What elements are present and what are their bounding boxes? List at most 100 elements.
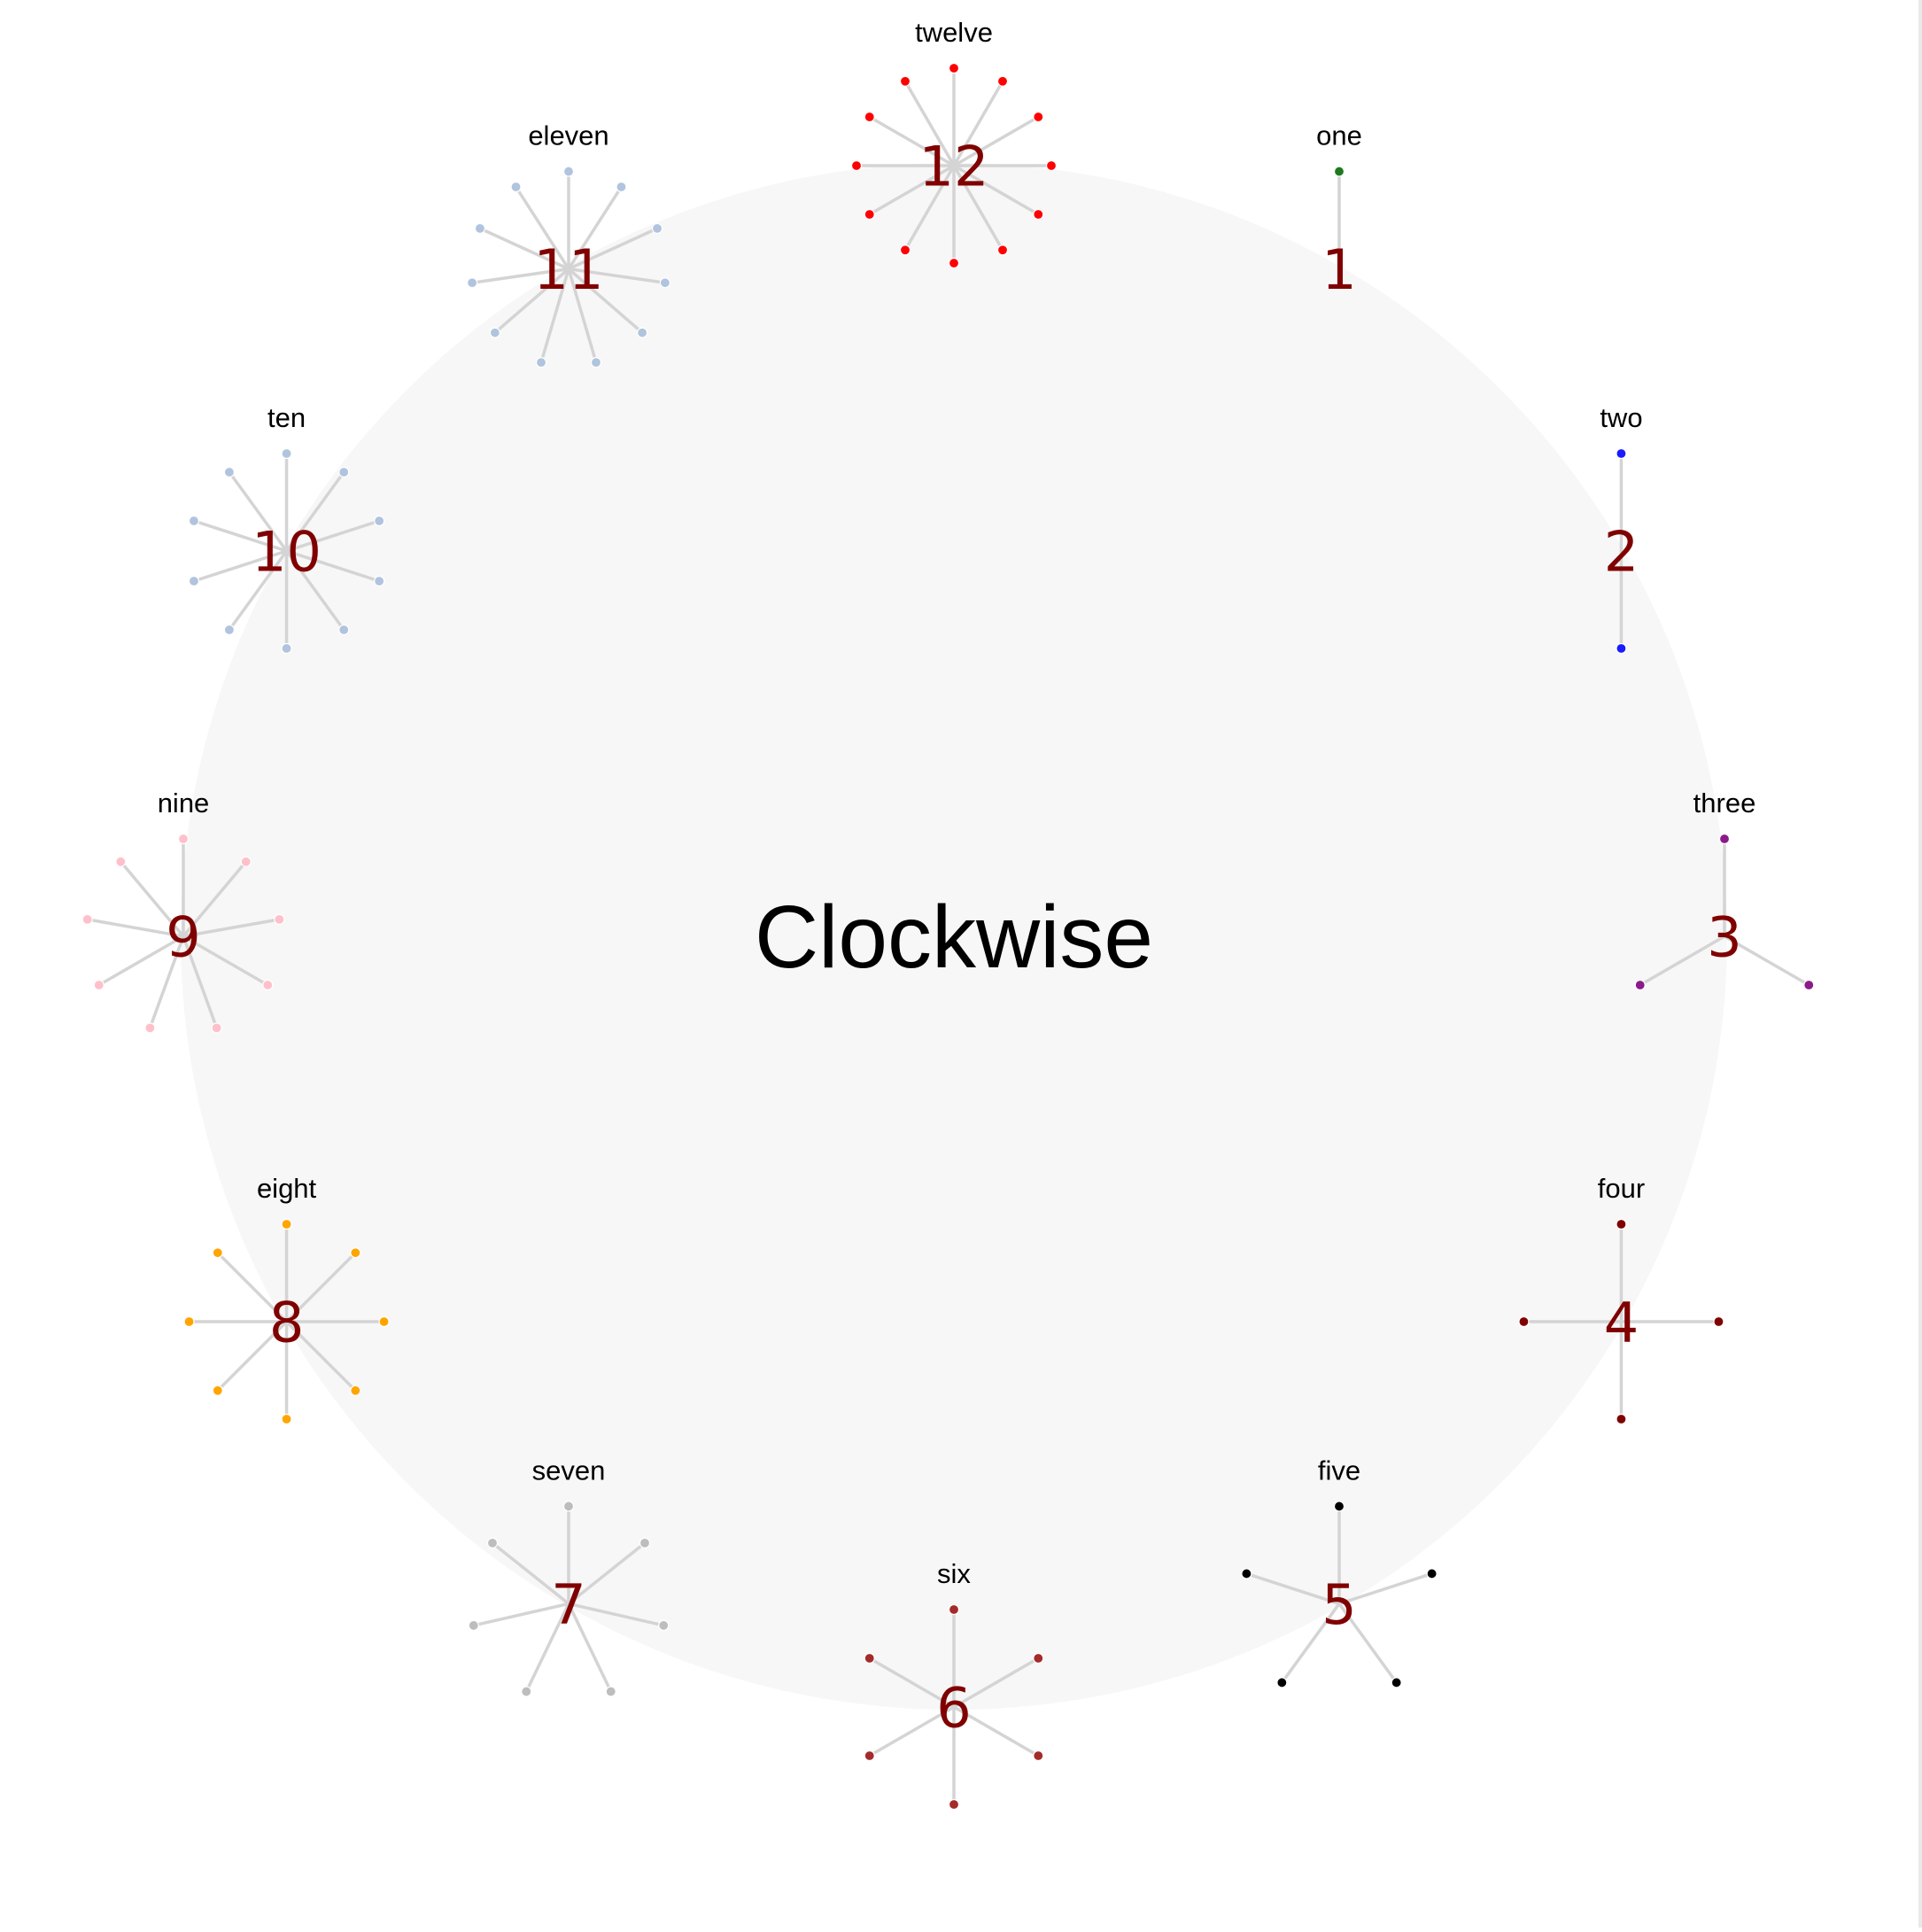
spoke-end-dot bbox=[1033, 111, 1044, 123]
spoke-end-dot bbox=[338, 624, 350, 636]
spoke-line bbox=[868, 1657, 955, 1709]
spoke-line bbox=[524, 1602, 570, 1693]
hour-numeral: 1 bbox=[1321, 237, 1356, 302]
spoke-end-dot bbox=[115, 856, 127, 867]
spoke-end-dot bbox=[996, 244, 1009, 256]
spoke-end-dot bbox=[948, 1798, 960, 1811]
spoke-end-dot bbox=[183, 1315, 195, 1328]
spoke-end-dot bbox=[1033, 208, 1044, 221]
spoke-end-dot bbox=[188, 515, 200, 527]
spoke-line bbox=[473, 1602, 570, 1627]
spoke-end-dot bbox=[1616, 1413, 1627, 1425]
spoke-end-dot bbox=[948, 62, 960, 74]
spoke-line bbox=[953, 1657, 1040, 1709]
hour-star-seven: 7 seven bbox=[468, 1455, 670, 1697]
hour-label: eight bbox=[257, 1173, 317, 1204]
spoke-line bbox=[193, 549, 288, 583]
spoke-line bbox=[515, 186, 570, 270]
spoke-end-dot bbox=[521, 1686, 532, 1697]
spoke-end-dot bbox=[1276, 1677, 1288, 1688]
spoke-line bbox=[868, 1705, 955, 1757]
spoke-end-dot bbox=[1426, 1568, 1438, 1579]
spoke-end-dot bbox=[1333, 166, 1345, 177]
spoke-end-dot bbox=[374, 515, 385, 527]
spoke-end-dot bbox=[212, 1247, 223, 1259]
spoke-end-dot bbox=[93, 979, 105, 991]
spoke-end-dot bbox=[350, 1385, 361, 1396]
spoke-end-dot bbox=[486, 1537, 499, 1548]
spoke-end-dot bbox=[212, 1385, 223, 1396]
hour-star-six: 6 six bbox=[864, 1558, 1044, 1811]
clock-face-disc bbox=[181, 163, 1727, 1710]
spoke-line bbox=[539, 268, 570, 363]
spoke-line bbox=[285, 1320, 357, 1393]
spoke-line bbox=[285, 1251, 357, 1323]
spoke-end-dot bbox=[1391, 1677, 1402, 1688]
spoke-end-dot bbox=[1333, 1501, 1345, 1512]
stars-layer: 1one2two3three4four5five6six7seven8eight… bbox=[81, 17, 1815, 1811]
spoke-end-dot bbox=[590, 357, 602, 369]
spoke-end-dot bbox=[864, 208, 875, 221]
spoke-line bbox=[953, 115, 1040, 167]
spoke-line bbox=[286, 549, 380, 583]
spoke-end-dot bbox=[188, 575, 200, 587]
hour-numeral: 12 bbox=[919, 134, 989, 198]
spoke-line bbox=[479, 227, 570, 271]
spoke-line bbox=[568, 1602, 664, 1627]
spoke-line bbox=[285, 470, 345, 553]
hour-label: six bbox=[937, 1558, 971, 1589]
spoke-end-dot bbox=[1616, 1218, 1627, 1230]
spoke-end-dot bbox=[281, 1218, 292, 1230]
spoke-end-dot bbox=[1634, 979, 1646, 991]
spoke-end-dot bbox=[1713, 1315, 1724, 1328]
spoke-end-dot bbox=[651, 222, 663, 234]
spoke-line bbox=[228, 470, 288, 553]
hour-label: seven bbox=[532, 1455, 606, 1486]
hour-label: nine bbox=[158, 788, 210, 819]
hour-label: ten bbox=[267, 402, 306, 433]
spoke-line bbox=[87, 918, 184, 938]
spoke-end-dot bbox=[262, 979, 274, 991]
spoke-end-dot bbox=[338, 466, 350, 478]
spoke-line bbox=[228, 549, 288, 632]
spoke-end-dot bbox=[1033, 1750, 1044, 1762]
hour-numeral: 7 bbox=[551, 1572, 585, 1637]
spoke-line bbox=[868, 164, 955, 216]
spoke-end-dot bbox=[211, 1022, 222, 1034]
spoke-line bbox=[1639, 935, 1725, 987]
spoke-line bbox=[182, 935, 269, 987]
spoke-end-dot bbox=[1803, 979, 1815, 991]
spoke-line bbox=[567, 186, 623, 270]
spoke-end-dot bbox=[605, 1686, 616, 1697]
spoke-end-dot bbox=[864, 111, 875, 123]
spoke-end-dot bbox=[281, 642, 292, 655]
spoke-line bbox=[119, 860, 185, 938]
spoke-end-dot bbox=[274, 913, 285, 925]
spoke-line bbox=[868, 115, 955, 167]
spoke-end-dot bbox=[899, 244, 911, 256]
spoke-line bbox=[953, 1705, 1040, 1757]
spoke-line bbox=[493, 268, 570, 334]
spoke-end-dot bbox=[1045, 159, 1058, 172]
hour-numeral: 6 bbox=[936, 1675, 971, 1740]
spoke-end-dot bbox=[374, 575, 385, 587]
spoke-line bbox=[1245, 1571, 1340, 1606]
spoke-line bbox=[182, 935, 219, 1028]
hour-numeral: 2 bbox=[1604, 519, 1639, 584]
spoke-line bbox=[216, 1251, 288, 1323]
diagram-title: Clockwise bbox=[755, 888, 1153, 987]
spoke-end-dot bbox=[1616, 447, 1627, 460]
spoke-end-dot bbox=[474, 222, 486, 234]
spoke-line bbox=[567, 268, 598, 363]
spoke-line bbox=[148, 935, 185, 1028]
spoke-end-dot bbox=[281, 1413, 292, 1425]
spoke-line bbox=[193, 519, 288, 553]
spoke-end-dot bbox=[948, 1603, 960, 1616]
spoke-end-dot bbox=[639, 1537, 651, 1548]
